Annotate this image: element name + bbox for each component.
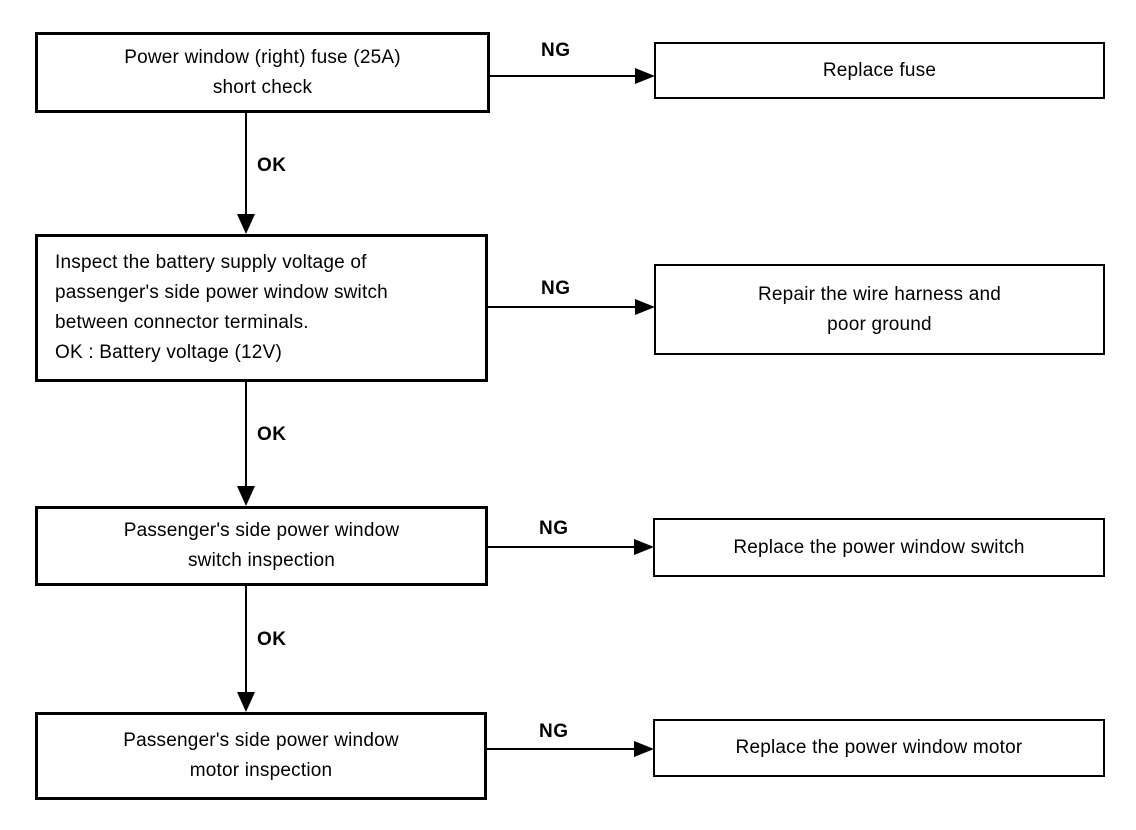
check-box-text-line: Inspect the battery supply voltage of (55, 252, 367, 273)
ok-connector-line-2 (245, 382, 247, 488)
ng-label-3: NG (539, 518, 569, 539)
check-box-fuse-short-check: Power window (right) fuse (25A) short ch… (35, 32, 490, 113)
result-box-repair-wire-harness: Repair the wire harness and poor ground (654, 264, 1105, 355)
result-box-replace-window-switch: Replace the power window switch (653, 518, 1105, 577)
ok-label-2: OK (257, 424, 287, 445)
ng-connector-line-3 (488, 546, 635, 548)
check-box-text-line: switch inspection (187, 550, 336, 571)
down-arrowhead-icon (237, 214, 255, 234)
right-arrowhead-icon (634, 741, 654, 757)
check-box-battery-supply-voltage: Inspect the battery supply voltage of pa… (35, 234, 488, 382)
right-arrowhead-icon (635, 68, 655, 84)
ok-label-3: OK (257, 629, 287, 650)
ok-label-1: OK (257, 155, 287, 176)
check-box-text-line: Power window (right) fuse (25A) (124, 46, 401, 68)
ok-connector-line-3 (245, 586, 247, 694)
right-arrowhead-icon (634, 539, 654, 555)
check-box-text-line: Passenger's side power window (123, 730, 399, 751)
down-arrowhead-icon (237, 486, 255, 506)
check-box-text-line: between connector terminals. (55, 312, 309, 333)
result-box-text-line: Replace the power window switch (733, 536, 1025, 558)
result-box-text-line: Repair the wire harness and (757, 283, 1002, 305)
ng-label-1: NG (541, 40, 571, 61)
check-box-text-line: passenger's side power window switch (55, 282, 388, 303)
ng-label-2: NG (541, 278, 571, 299)
ng-connector-line-4 (487, 748, 635, 750)
ok-connector-line-1 (245, 113, 247, 216)
down-arrowhead-icon (237, 692, 255, 712)
check-box-text-line: motor inspection (189, 760, 333, 781)
check-box-switch-inspection: Passenger's side power window switch ins… (35, 506, 488, 586)
ng-connector-line-1 (490, 75, 636, 77)
check-box-text-line: Passenger's side power window (123, 520, 400, 541)
check-box-motor-inspection: Passenger's side power window motor insp… (35, 712, 487, 800)
right-arrowhead-icon (635, 299, 655, 315)
result-box-text-line: Replace the power window motor (735, 737, 1023, 758)
result-box-text-line: Replace fuse (822, 59, 937, 81)
check-box-text-line: OK : Battery voltage (12V) (55, 342, 282, 363)
ng-connector-line-2 (488, 306, 636, 308)
result-box-replace-window-motor: Replace the power window motor (653, 719, 1105, 777)
check-box-text-line: short check (212, 76, 313, 98)
result-box-text-line: poor ground (827, 313, 932, 335)
result-box-replace-fuse: Replace fuse (654, 42, 1105, 99)
ng-label-4: NG (539, 721, 569, 742)
